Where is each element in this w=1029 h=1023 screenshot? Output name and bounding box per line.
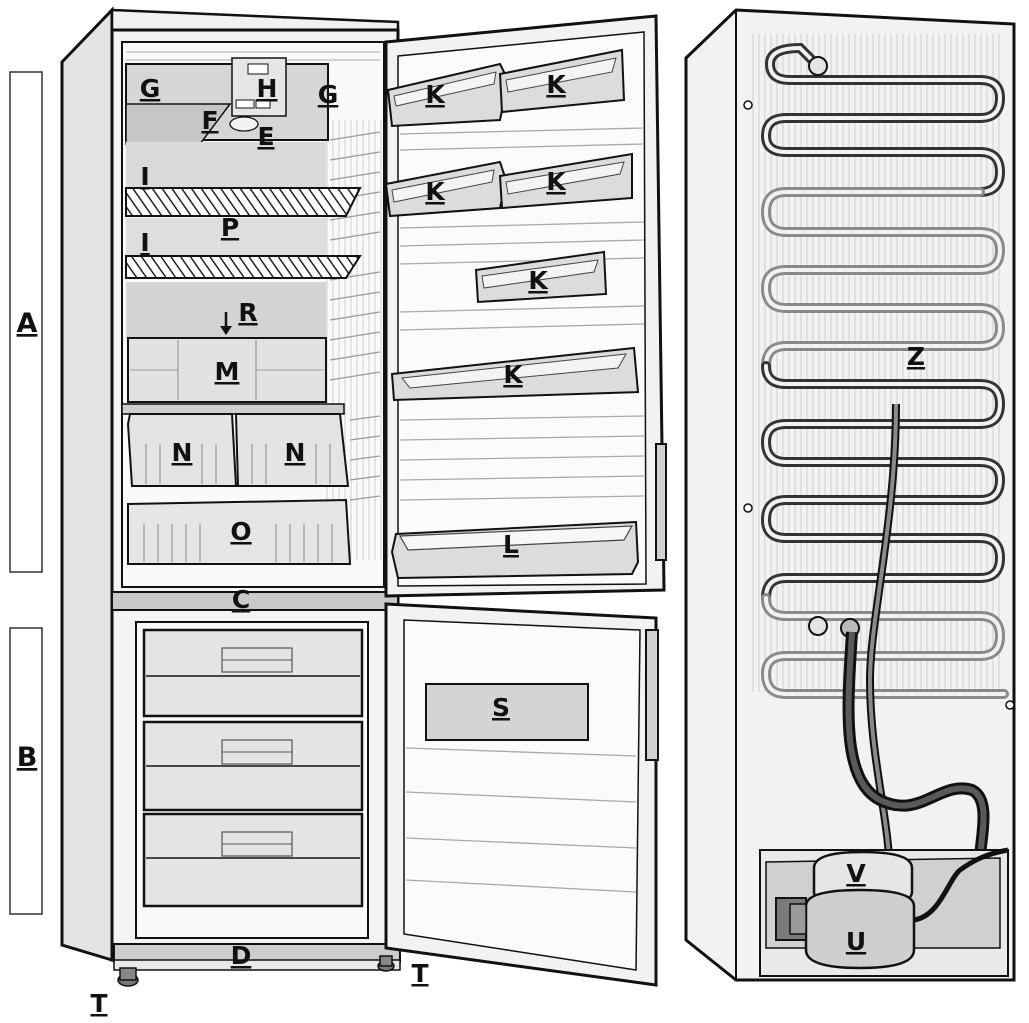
bracket-a: [9, 71, 43, 573]
freezer-door: [384, 602, 659, 987]
label-n-left: N: [172, 438, 193, 467]
label-l: L: [503, 530, 519, 559]
crisper-n-left: [126, 413, 238, 487]
label-v: V: [846, 859, 866, 888]
door-bin-k5: [474, 250, 608, 304]
label-h: H: [257, 74, 278, 103]
label-e: E: [257, 122, 274, 151]
label-k-6: K: [503, 360, 524, 389]
label-f: F: [201, 106, 218, 135]
drawer-o: [127, 498, 352, 565]
label-c: C: [232, 585, 250, 614]
label-k-5: K: [528, 266, 549, 295]
fridge-back: [684, 8, 1016, 982]
label-k-4: K: [546, 167, 567, 196]
label-g-left: G: [140, 74, 161, 103]
door-bin-k2: [498, 48, 626, 114]
freezer-drawer-1: [142, 628, 364, 718]
condenser-coil-z: [760, 42, 1009, 699]
label-d: D: [231, 941, 252, 970]
label-i-upper: I: [140, 162, 149, 191]
fridge-door: [384, 14, 667, 598]
door-bin-k4: [498, 152, 633, 210]
label-g-right: G: [318, 80, 339, 109]
labels: A B G H G F E I P I R M N N O C D T T K …: [17, 70, 926, 1018]
label-u: U: [846, 927, 866, 956]
door-bin-k1: [386, 62, 510, 128]
label-z: Z: [907, 342, 925, 371]
freezer-drawer-3: [142, 812, 364, 908]
label-t-left: T: [90, 989, 107, 1018]
door-bin-k6: [390, 346, 640, 402]
door-panel-s: [425, 683, 589, 741]
compressor-u: [775, 888, 916, 970]
freezer-drawer-2: [142, 720, 364, 812]
label-s: S: [492, 693, 510, 722]
label-p: P: [221, 213, 239, 242]
label-b: B: [17, 742, 38, 773]
label-k-1: K: [425, 80, 446, 109]
bottle-shelf-l: [390, 520, 640, 580]
crisper-n-right: [234, 413, 350, 487]
divider-c: [111, 591, 399, 611]
fridge-front: [60, 6, 401, 987]
label-a: A: [17, 308, 38, 339]
label-k-3: K: [425, 177, 446, 206]
label-k-2: K: [546, 70, 567, 99]
label-m: M: [215, 357, 240, 386]
label-o: O: [230, 517, 251, 546]
bracket-b: [9, 627, 43, 915]
label-r: R: [238, 298, 257, 327]
label-i-lower: I: [140, 228, 149, 257]
label-t-right: T: [411, 959, 428, 988]
label-n-right: N: [285, 438, 306, 467]
